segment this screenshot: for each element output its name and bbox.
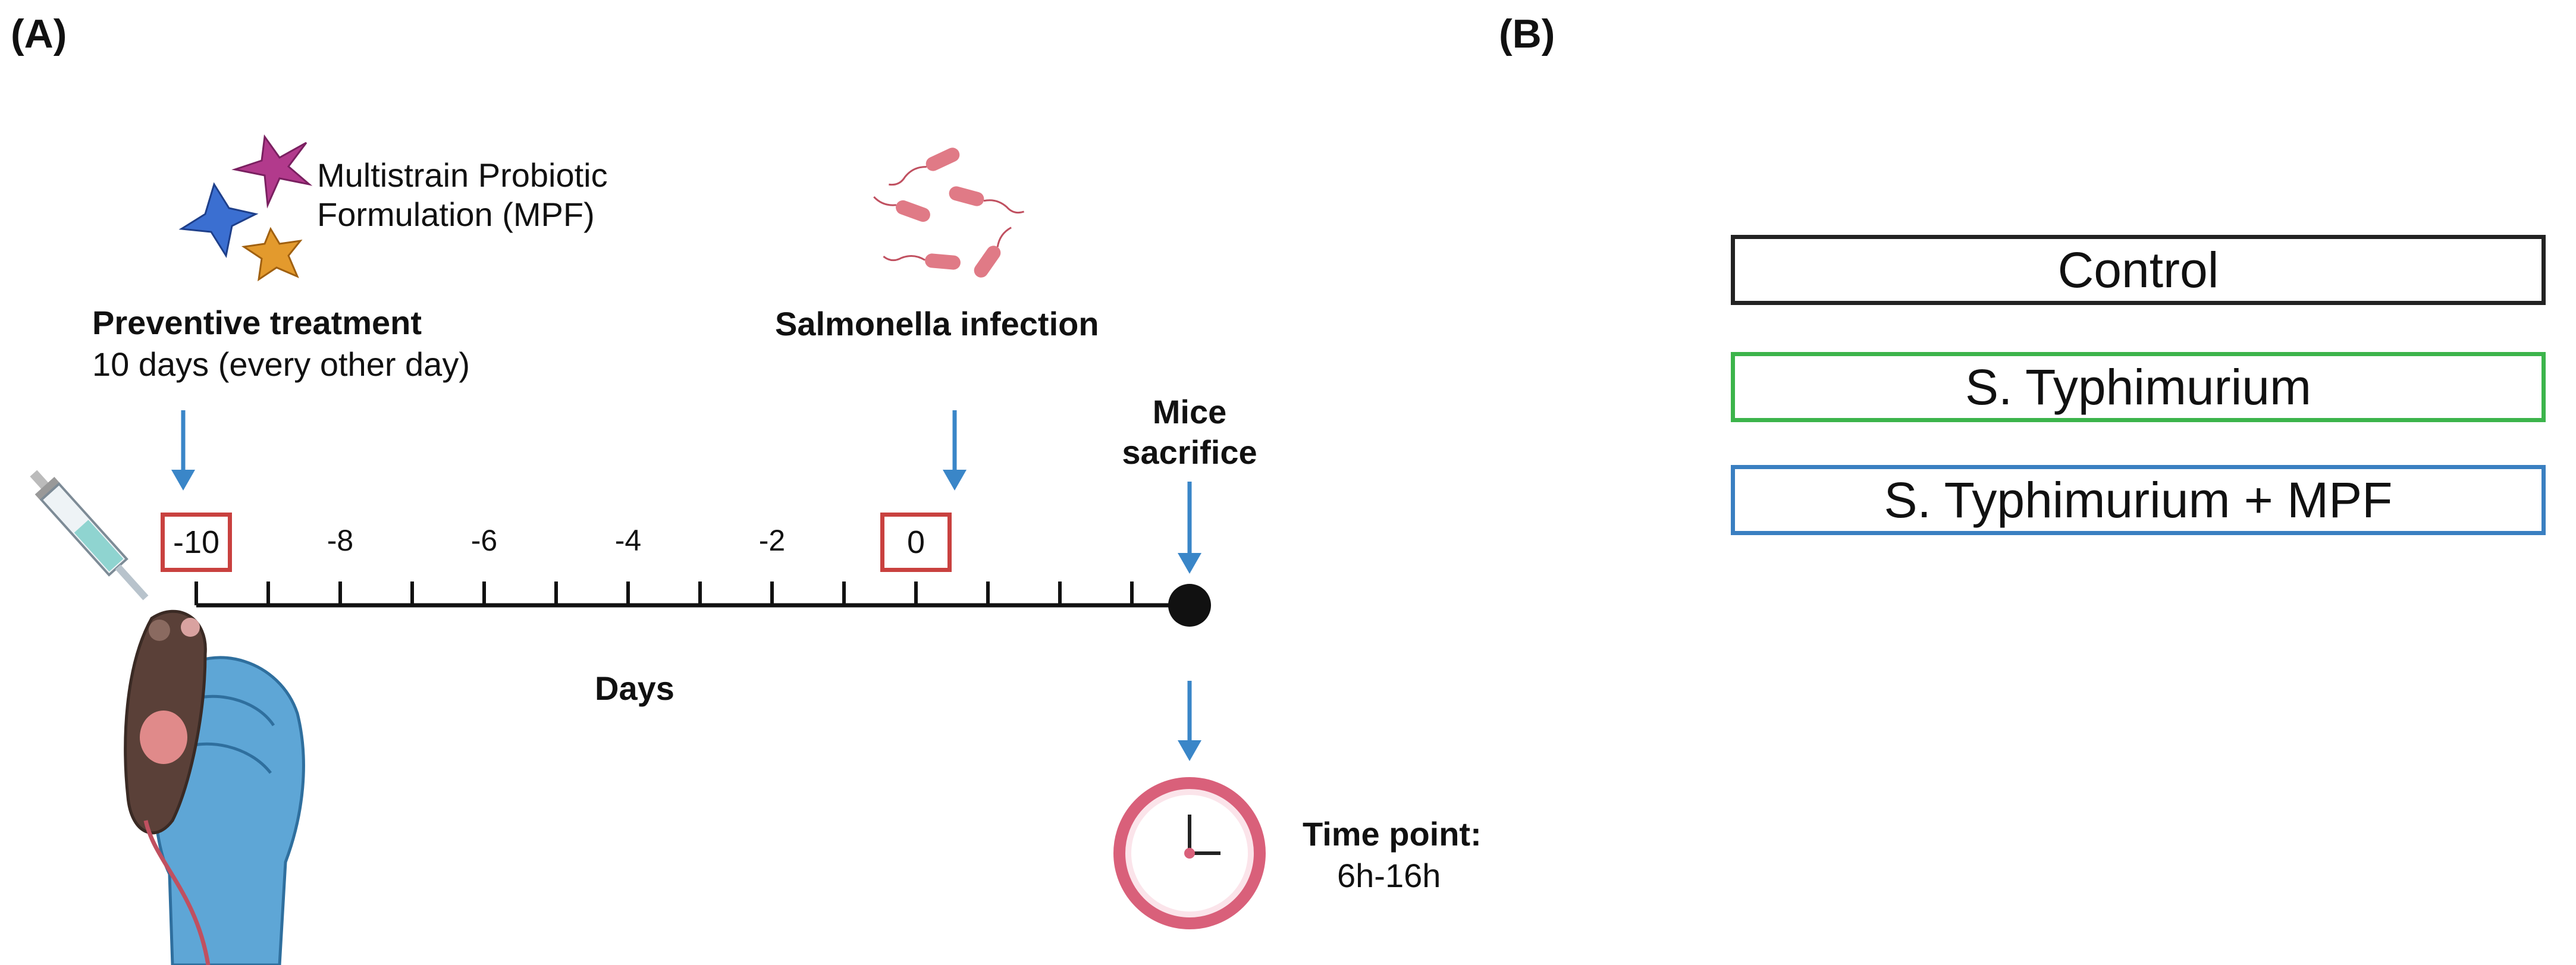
preventive-detail: 10 days (every other day) <box>92 345 470 383</box>
group-label: Control <box>2057 241 2219 298</box>
group-control: Control <box>1731 235 2546 305</box>
time-point-value: 6h-16h <box>1337 857 1441 894</box>
timeline-tick-label: 0 <box>880 513 952 572</box>
timeline-tick-label: -6 <box>470 524 498 557</box>
bacteria-icon <box>873 147 1025 278</box>
sacrifice-line2: sacrifice <box>1122 433 1257 471</box>
timeline-tick-label: -4 <box>614 524 642 557</box>
timeline-tick-label: -8 <box>327 524 354 557</box>
timeline-ticks <box>194 581 1134 605</box>
sacrifice-dot <box>1168 584 1211 627</box>
sacrifice-line1: Mice <box>1152 393 1227 430</box>
timeline-axis <box>194 581 1211 627</box>
panel-b-label: (B) <box>1499 11 1555 56</box>
panel-a-label: (A) <box>11 11 67 56</box>
infection-title: Salmonella infection <box>775 305 1099 342</box>
probiotic-name-line1: Multistrain Probiotic <box>317 156 608 194</box>
mouse-gavage-icon <box>30 470 305 965</box>
preventive-title: Preventive treatment <box>92 304 422 341</box>
timeline-tick-label: -10 <box>161 513 232 572</box>
group-s-typhimurium: S. Typhimurium <box>1731 352 2546 422</box>
arrows <box>171 410 1201 761</box>
timeline-xlabel: Days <box>595 669 674 707</box>
probiotic-stars-icon <box>178 134 313 282</box>
probiotic-name-line2: Formulation (MPF) <box>317 196 595 233</box>
group-s-typhimurium-mpf: S. Typhimurium + MPF <box>1731 465 2546 535</box>
group-label: S. Typhimurium + MPF <box>1884 472 2393 528</box>
group-label: S. Typhimurium <box>1965 359 2311 415</box>
timeline-tick-label: -2 <box>758 524 786 557</box>
time-point-label: Time point: <box>1303 815 1482 853</box>
clock-icon <box>1113 777 1266 929</box>
panel-a-graphics <box>30 134 1266 965</box>
